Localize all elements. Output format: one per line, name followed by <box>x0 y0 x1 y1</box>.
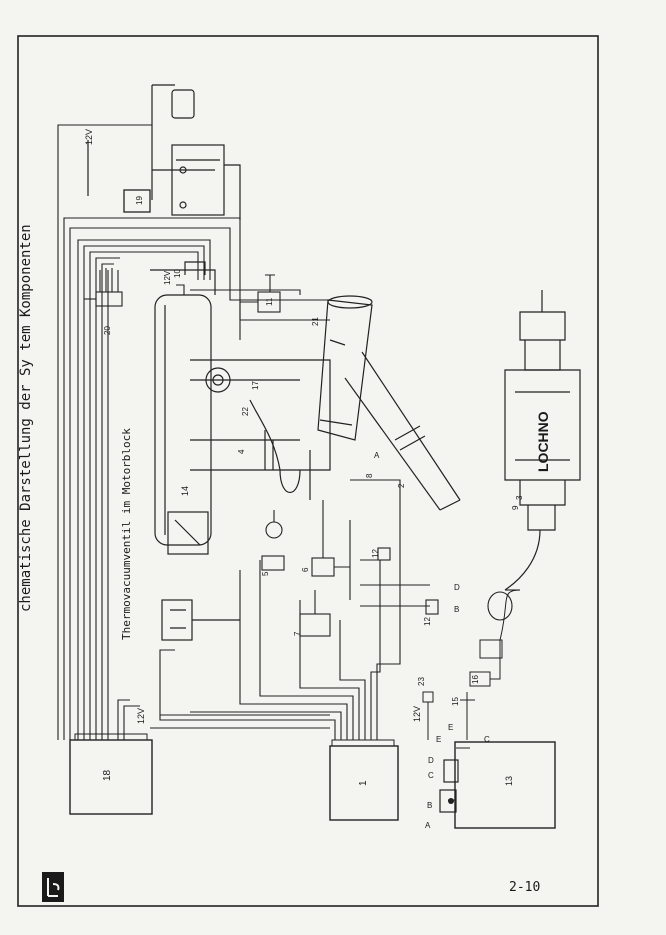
label-19: 19 <box>135 196 144 205</box>
letter-A3: A <box>374 451 380 460</box>
label-12b: 12 <box>423 617 432 626</box>
voltage-mid: 12V <box>163 270 172 285</box>
label-4: 4 <box>237 449 246 454</box>
ecu-18-connector <box>74 733 148 741</box>
voltage-top: 12V <box>84 129 94 145</box>
wiring-harness <box>57 124 330 740</box>
label-15: 15 <box>451 697 460 706</box>
letter-E2: E <box>448 723 453 732</box>
relay-19 <box>123 189 151 213</box>
thermo-valve-caption: Thermovacuumventil im Motorblock <box>120 428 133 640</box>
voltage-left: 12V <box>136 708 146 724</box>
label-17: 17 <box>251 381 260 390</box>
label-16: 16 <box>471 675 480 684</box>
letter-D2: D <box>454 583 460 592</box>
page-title: chematische Darstellung der Sy tem Kompo… <box>18 224 34 612</box>
sensor-10-11 <box>176 274 301 340</box>
voltage-bottom: 12V <box>412 706 422 722</box>
engine-block <box>150 261 331 546</box>
connector-block-13 <box>439 747 470 813</box>
ecu-1-connector <box>331 739 395 747</box>
page-number: 2-10 <box>509 880 541 895</box>
label-20: 20 <box>103 326 112 335</box>
label-6: 6 <box>301 567 310 572</box>
bottom-harness <box>150 479 401 740</box>
ecu-1-box <box>329 745 399 821</box>
label-2: 2 <box>397 483 406 488</box>
catalytic-converter <box>504 290 581 591</box>
battery-area <box>87 84 241 220</box>
label-10: 10 <box>173 269 182 278</box>
label-12a: 12 <box>371 549 380 558</box>
letter-D1: D <box>428 756 434 765</box>
vacuum-valves <box>261 500 439 637</box>
letter-C1: C <box>428 771 434 780</box>
letter-B2: B <box>454 605 459 614</box>
air-pump-9 <box>487 589 520 621</box>
label-8: 8 <box>365 473 374 478</box>
label-23: 23 <box>417 677 426 686</box>
label-11: 11 <box>265 297 274 306</box>
brand-logo <box>42 872 64 902</box>
air-intake-21 <box>317 295 373 441</box>
letter-E1: E <box>436 735 441 744</box>
label-22: 22 <box>241 407 250 416</box>
label-13: 13 <box>504 776 514 786</box>
label-5: 5 <box>261 571 270 576</box>
unit-13-box <box>454 741 556 829</box>
exhaust-pipe <box>344 351 461 511</box>
label-7: 7 <box>293 631 302 636</box>
label-21: 21 <box>311 317 320 326</box>
letter-B1: B <box>427 801 432 810</box>
letter-A1: A <box>425 821 431 830</box>
label-18: 18 <box>102 769 113 781</box>
page-frame <box>17 35 599 907</box>
distributor-20 <box>84 268 123 307</box>
label-9: 9 <box>511 505 520 510</box>
thermo-vacuum-valve <box>161 511 240 641</box>
catalyst-text: LOCHNO <box>535 411 551 472</box>
label-3: 3 <box>515 495 524 500</box>
letter-C2: C <box>484 735 490 744</box>
label-1: 1 <box>358 780 369 786</box>
label-14: 14 <box>180 486 190 496</box>
